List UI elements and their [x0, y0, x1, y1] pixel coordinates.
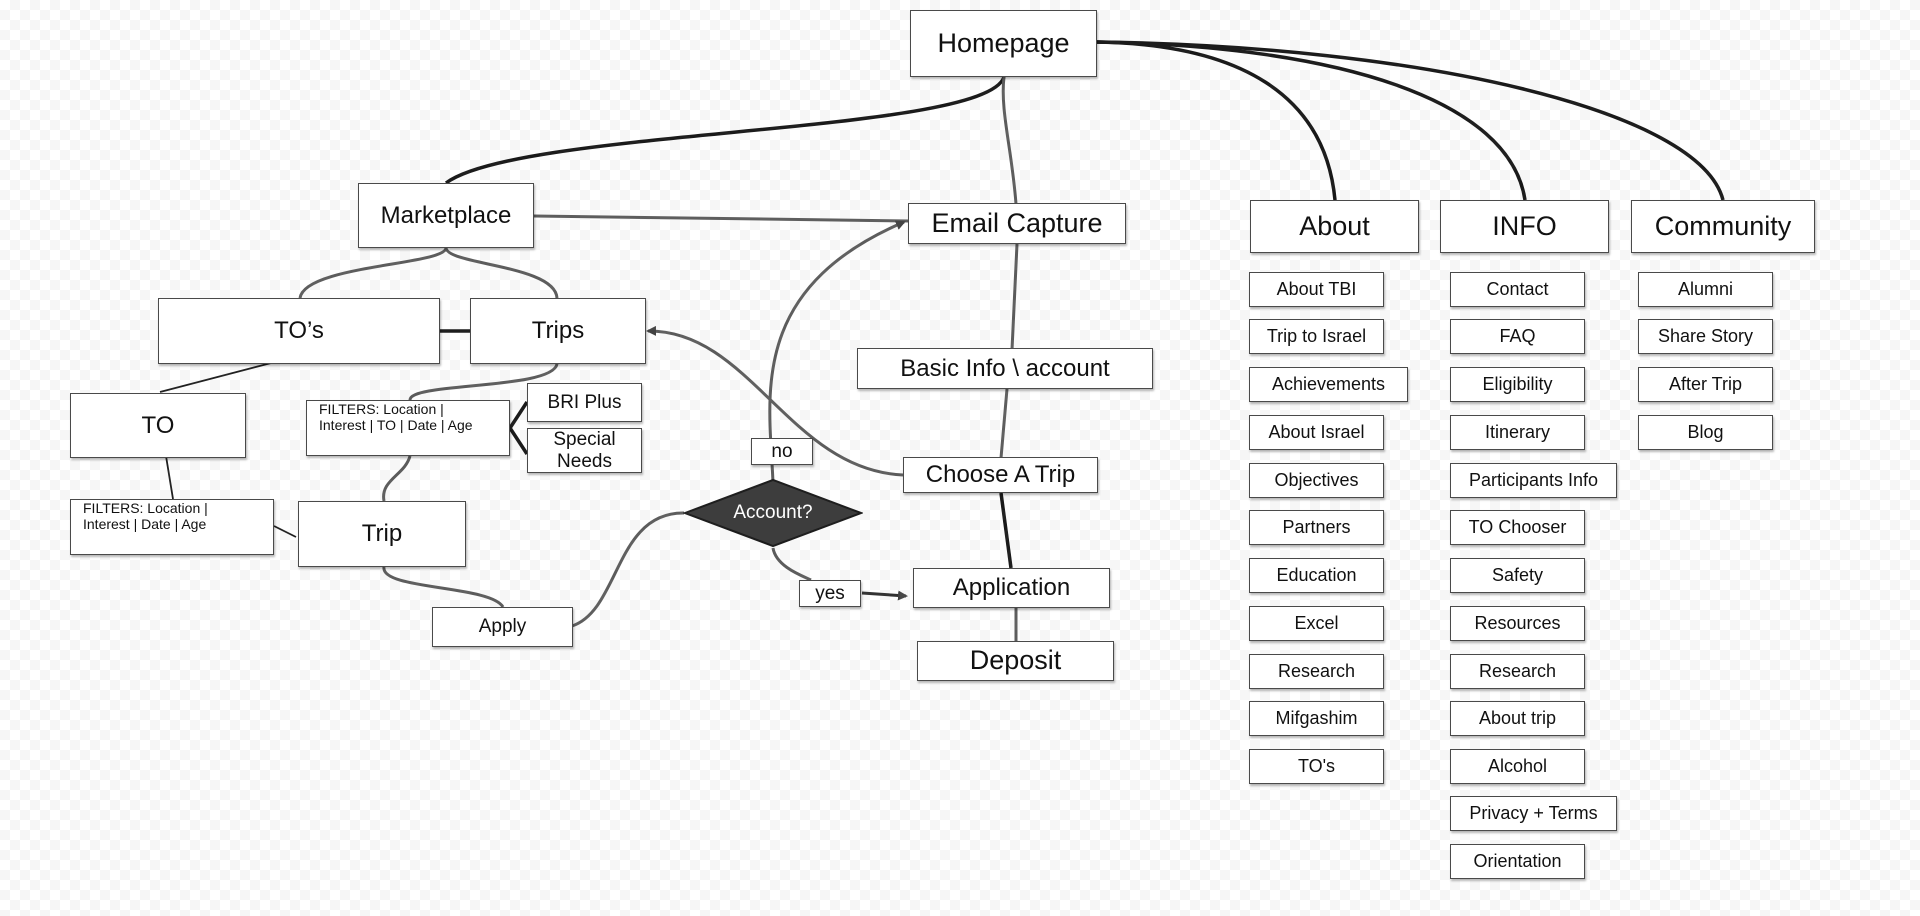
- account-decision-label: Account?: [733, 502, 813, 523]
- info-item: TO Chooser: [1450, 510, 1585, 545]
- info-item: Resources: [1450, 606, 1585, 641]
- no-label: no: [751, 438, 813, 465]
- special-needs-node: Special Needs: [527, 428, 642, 473]
- application-node: Application: [913, 568, 1110, 608]
- community-header: Community: [1631, 200, 1815, 253]
- to-filters-node: FILTERS: Location | Interest | Date | Ag…: [70, 499, 274, 555]
- about-item: About TBI: [1249, 272, 1384, 307]
- about-item: Excel: [1249, 606, 1384, 641]
- info-item: Alcohol: [1450, 749, 1585, 784]
- about-item: Mifgashim: [1249, 701, 1384, 736]
- choose-trip-node: Choose A Trip: [903, 457, 1098, 493]
- info-item: Research: [1450, 654, 1585, 689]
- about-item: Partners: [1249, 510, 1384, 545]
- basic-info-node: Basic Info \ account: [857, 348, 1153, 389]
- email-capture-node: Email Capture: [908, 203, 1126, 244]
- to-filters-line1: FILTERS: Location |: [83, 500, 208, 516]
- yes-label: yes: [799, 580, 861, 607]
- about-item: Achievements: [1249, 367, 1408, 402]
- to-filters-line2: Interest | Date | Age: [83, 516, 207, 533]
- community-item: Blog: [1638, 415, 1773, 450]
- about-item: Trip to Israel: [1249, 319, 1384, 354]
- community-item: Alumni: [1638, 272, 1773, 307]
- trip-filters-node: FILTERS: Location | Interest | TO | Date…: [306, 400, 510, 456]
- info-item: Safety: [1450, 558, 1585, 593]
- info-item: Orientation: [1450, 844, 1585, 879]
- about-item: TO's: [1249, 749, 1384, 784]
- about-header: About: [1250, 200, 1419, 253]
- trip-filters-line2: Interest | TO | Date | Age: [319, 417, 473, 434]
- info-item: Eligibility: [1450, 367, 1585, 402]
- apply-node: Apply: [432, 607, 573, 647]
- info-item: Itinerary: [1450, 415, 1585, 450]
- about-item: Education: [1249, 558, 1384, 593]
- community-item: Share Story: [1638, 319, 1773, 354]
- special-needs-line1: Special: [553, 428, 616, 450]
- trip-node: Trip: [298, 501, 466, 567]
- info-item: About trip: [1450, 701, 1585, 736]
- about-item: Objectives: [1249, 463, 1384, 498]
- info-item: Contact: [1450, 272, 1585, 307]
- info-header: INFO: [1440, 200, 1609, 253]
- deposit-node: Deposit: [917, 641, 1114, 681]
- community-item: After Trip: [1638, 367, 1773, 402]
- info-item: FAQ: [1450, 319, 1585, 354]
- tos-node: TO’s: [158, 298, 440, 364]
- bri-plus-node: BRI Plus: [527, 383, 642, 422]
- info-item: Privacy + Terms: [1450, 796, 1617, 831]
- special-needs-line2: Needs: [557, 450, 612, 472]
- to-node: TO: [70, 393, 246, 458]
- homepage-node: Homepage: [910, 10, 1097, 77]
- about-item: About Israel: [1249, 415, 1384, 450]
- about-item: Research: [1249, 654, 1384, 689]
- trips-node: Trips: [470, 298, 646, 364]
- marketplace-node: Marketplace: [358, 183, 534, 248]
- account-decision-diamond: [683, 478, 863, 548]
- info-item: Participants Info: [1450, 463, 1617, 498]
- trip-filters-line1: FILTERS: Location |: [319, 401, 444, 417]
